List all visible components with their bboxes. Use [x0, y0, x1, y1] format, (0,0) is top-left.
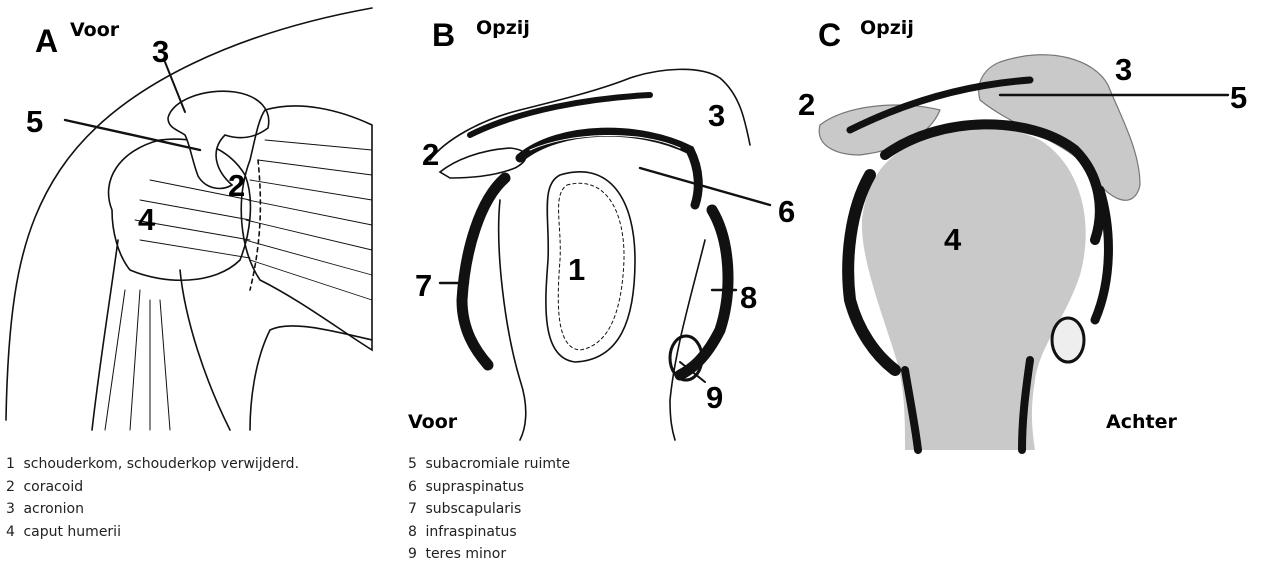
humerus-gray-c [862, 128, 1086, 450]
legend-num: 1 [6, 453, 19, 476]
callout-a-5: 5 [26, 104, 43, 139]
legend-num: 6 [408, 476, 421, 499]
legend-text: schouderkom, schouderkop verwijderd. [23, 456, 299, 472]
humeral-head [109, 139, 251, 280]
callout-c-3: 3 [1115, 52, 1132, 87]
acromion-outline-b [430, 69, 750, 160]
legend-text: infraspinatus [425, 524, 516, 540]
humerus-left-edge [92, 240, 118, 430]
callout-b-3: 3 [708, 98, 725, 133]
legend-item: 3 acronion [6, 498, 299, 521]
legend-num: 3 [6, 498, 19, 521]
callout-b-9: 9 [706, 380, 723, 415]
panel-c-view: Opzij [860, 17, 914, 39]
tendon-strands [105, 290, 170, 430]
legend-num: 8 [408, 521, 421, 544]
subscapularis-band [462, 178, 505, 365]
panel-c [819, 55, 1228, 450]
legend-item: 9 teres minor [408, 543, 570, 566]
glenoid-left-edge [499, 200, 526, 440]
legend-text: coracoid [23, 479, 83, 495]
legend-left: 1 schouderkom, schouderkop verwijderd. 2… [6, 453, 299, 543]
legend-text: supraspinatus [425, 479, 524, 495]
legend-text: caput humerii [23, 524, 121, 540]
legend-num: 2 [6, 476, 19, 499]
humerus-right-edge [180, 270, 230, 430]
legend-text: teres minor [425, 546, 506, 562]
leader-6 [640, 168, 770, 205]
teres-minor-c [1052, 318, 1084, 362]
callout-b-6: 6 [778, 194, 795, 229]
legend-item: 4 caput humerii [6, 521, 299, 544]
panel-b-view: Opzij [476, 17, 530, 39]
legend-num: 7 [408, 498, 421, 521]
rotator-cuff-muscles [241, 106, 372, 350]
legend-text: subacromiale ruimte [425, 456, 570, 472]
legend-item: 5 subacromiale ruimte [408, 453, 570, 476]
supraspinatus-arc [520, 132, 698, 205]
callout-a-4: 4 [138, 202, 156, 237]
callout-b-2: 2 [422, 137, 439, 172]
panel-a [6, 8, 372, 430]
panel-c-side: Achter [1106, 411, 1177, 433]
legend-right: 5 subacromiale ruimte 6 supraspinatus 7 … [408, 453, 570, 566]
legend-num: 4 [6, 521, 19, 544]
coracoid-b [440, 148, 526, 178]
legend-item: 6 supraspinatus [408, 476, 570, 499]
callout-a-2: 2 [228, 168, 245, 203]
legend-item: 2 coracoid [6, 476, 299, 499]
panel-a-letter: A [35, 23, 58, 59]
callout-c-4: 4 [944, 222, 962, 257]
legend-text: acronion [23, 501, 84, 517]
chest-contour [250, 326, 372, 430]
panel-c-letter: C [818, 17, 841, 53]
legend-item: 7 subscapularis [408, 498, 570, 521]
callout-c-2: 2 [798, 87, 815, 122]
legend-item: 8 infraspinatus [408, 521, 570, 544]
legend-num: 9 [408, 543, 421, 566]
callout-b-8: 8 [740, 280, 757, 315]
callout-a-3: 3 [152, 34, 169, 69]
callout-b-1: 1 [568, 252, 585, 287]
legend-num: 5 [408, 453, 421, 476]
callout-c-5: 5 [1230, 80, 1247, 115]
legend-item: 1 schouderkom, schouderkop verwijderd. [6, 453, 299, 476]
panel-a-view: Voor [70, 19, 120, 41]
muscle-fibers [245, 140, 372, 300]
anatomy-figure: A Voor 3 5 2 4 B Opzij 3 2 6 1 7 8 9 Voo… [0, 0, 1269, 460]
infraspinatus-band [680, 210, 728, 375]
panel-b-letter: B [432, 17, 455, 53]
callout-b-7: 7 [415, 268, 432, 303]
legend-text: subscapularis [425, 501, 521, 517]
panel-b-side: Voor [408, 411, 458, 433]
